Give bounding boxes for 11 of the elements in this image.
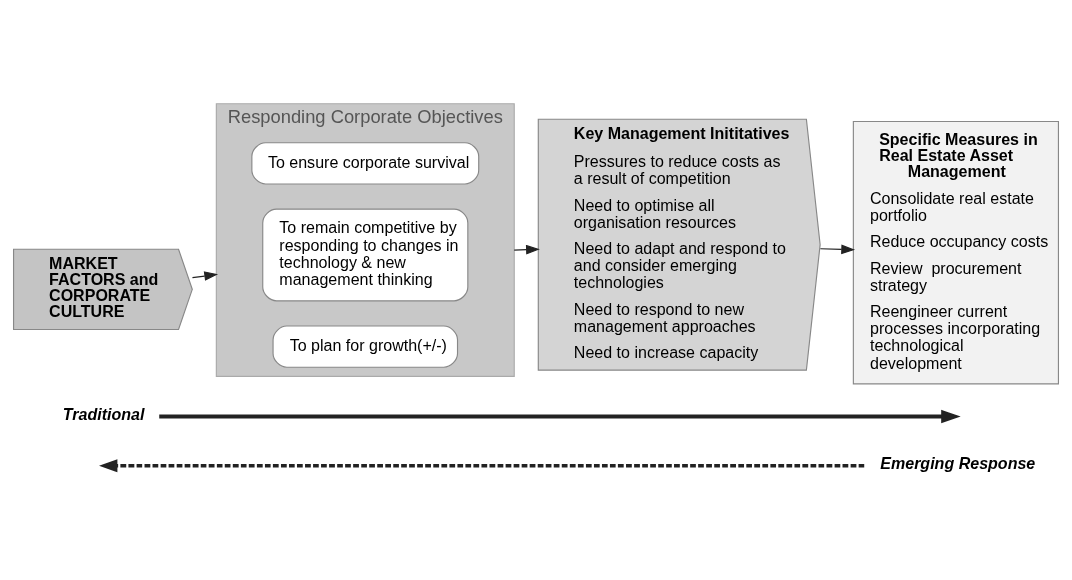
arrow: [99, 458, 865, 472]
node-box: To remain competitive by responding to changes in technology & new management thinking: [262, 208, 469, 301]
node-text: Emerging Response: [880, 453, 1036, 472]
arrow: [159, 409, 961, 423]
node-box: To plan for growth(+/-): [272, 324, 459, 368]
node-box: To ensure corporate survival: [251, 141, 480, 185]
arrow: [513, 244, 540, 254]
arrow: [191, 270, 219, 281]
node-text: Traditional: [62, 404, 145, 423]
node-box: Specific Measures in Real Estate Asset Management Consolidate real estate portfolio Reduce occupancy costs Review procurement strategy Reengineer current processes incorporating technological development: [852, 120, 1060, 384]
arrow: [819, 244, 856, 254]
